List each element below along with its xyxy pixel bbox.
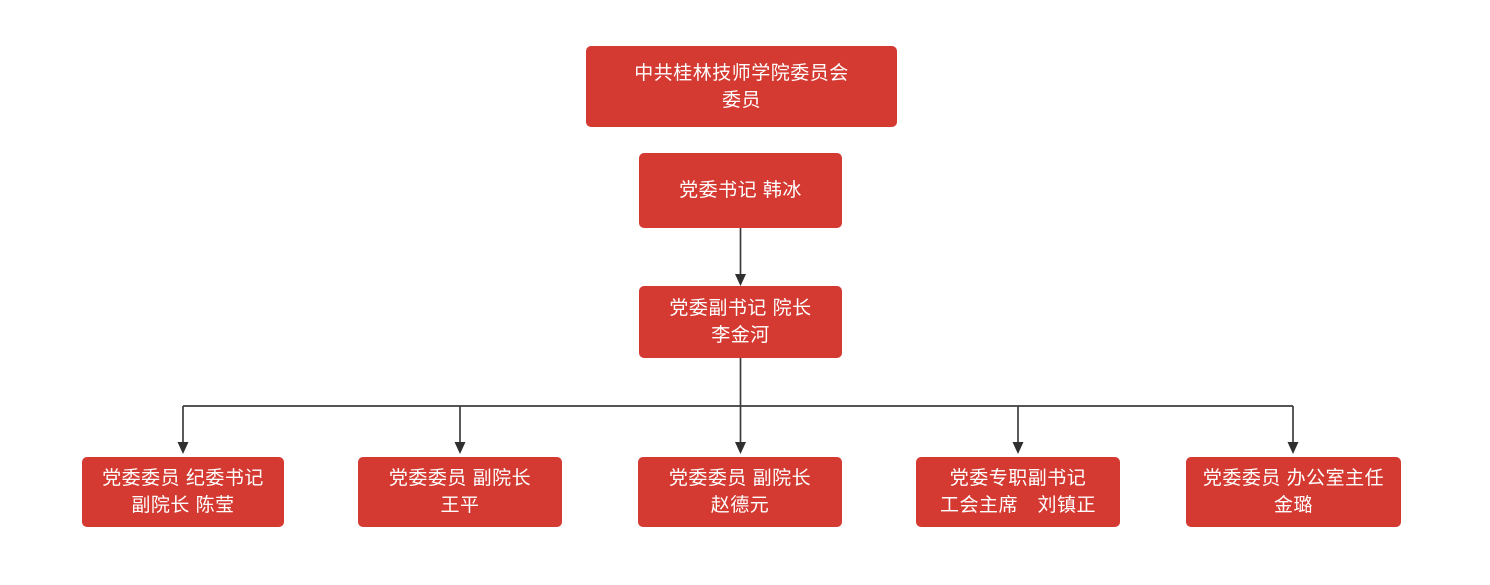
org-node-member-vice-president-zhaodeyuan: 党委委员 副院长 赵德元	[638, 457, 842, 527]
arrowhead-member-4	[1012, 442, 1024, 454]
org-node-committee: 中共桂林技师学院委员会 委员	[586, 46, 897, 127]
arrowhead-member-1	[177, 442, 189, 454]
org-node-fulltime-deputy-secretary-union-chair: 党委专职副书记 工会主席 刘镇正	[916, 457, 1120, 527]
org-node-deputy-secretary-president: 党委副书记 院长 李金河	[639, 286, 842, 358]
org-node-member-vice-president-wangping: 党委委员 副院长 王平	[358, 457, 562, 527]
arrowhead-member-3	[735, 442, 746, 454]
org-node-party-secretary: 党委书记 韩冰	[639, 153, 842, 228]
arrowhead-member-5	[1287, 442, 1299, 454]
arrowhead-member-2	[454, 442, 466, 454]
arrowhead-deputy	[735, 274, 746, 286]
org-node-member-discipline-secretary: 党委委员 纪委书记 副院长 陈莹	[82, 457, 284, 527]
org-node-member-office-director: 党委委员 办公室主任 金璐	[1186, 457, 1401, 527]
